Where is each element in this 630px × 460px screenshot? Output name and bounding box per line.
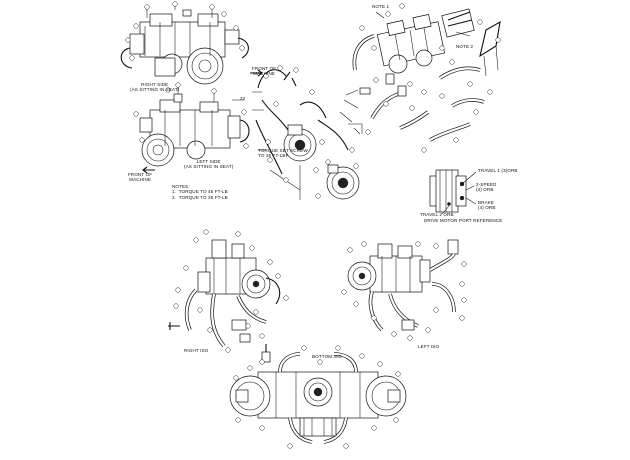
two-speed-port-label: 2-SPEED (4) ORB	[476, 182, 497, 193]
right-iso-caption: RIGHT ISO	[184, 348, 209, 353]
travel-1-port-label: TRAVEL 1 (3)ORB	[478, 168, 518, 173]
drive-motor-port-reference-caption: DRIVE MOTOR PORT REFERENCE	[424, 218, 503, 223]
bottom-iso-caption: BOTTOM ISO	[312, 354, 342, 359]
left-side-view-label: LEFT SIDE (AS SITTING IN SEAT)	[184, 159, 234, 170]
travel-2-port-label: TRAVEL 2 ORB	[420, 212, 454, 217]
note-1-label: NOTE 1	[372, 4, 390, 9]
left-side-pump-view	[133, 82, 250, 174]
right-side-view-label: RIGHT SIDE (AS SITTING IN SEAT)	[130, 82, 180, 93]
drive-motor-port-diagram	[429, 169, 477, 215]
note-2-label: NOTE 2	[456, 44, 474, 49]
bottom-iso-view	[229, 344, 407, 449]
left-iso-view	[341, 239, 467, 341]
front-of-machine-label-top: FRONT OF MACHINE	[252, 66, 277, 77]
brake-port-label: BRAKE (4) ORB	[478, 200, 496, 211]
right-iso-view	[168, 229, 289, 353]
front-of-machine-label-middle: FRONT OF MACHINE	[128, 172, 153, 183]
right-side-pump-view	[120, 1, 263, 85]
left-iso-caption: LEFT ISO	[418, 344, 440, 349]
top-right-exploded-assembly	[339, 3, 501, 153]
torque-set-screw-callout: TORQUE SET SCREW TO 25 FT-LBF	[258, 148, 308, 159]
torque-notes: NOTES: 1. TORQUE TO 45 FT-LB 2. TORQUE T…	[172, 184, 228, 200]
exploded-hose-assembly	[252, 65, 363, 200]
callout-number-22: 22	[240, 96, 246, 101]
